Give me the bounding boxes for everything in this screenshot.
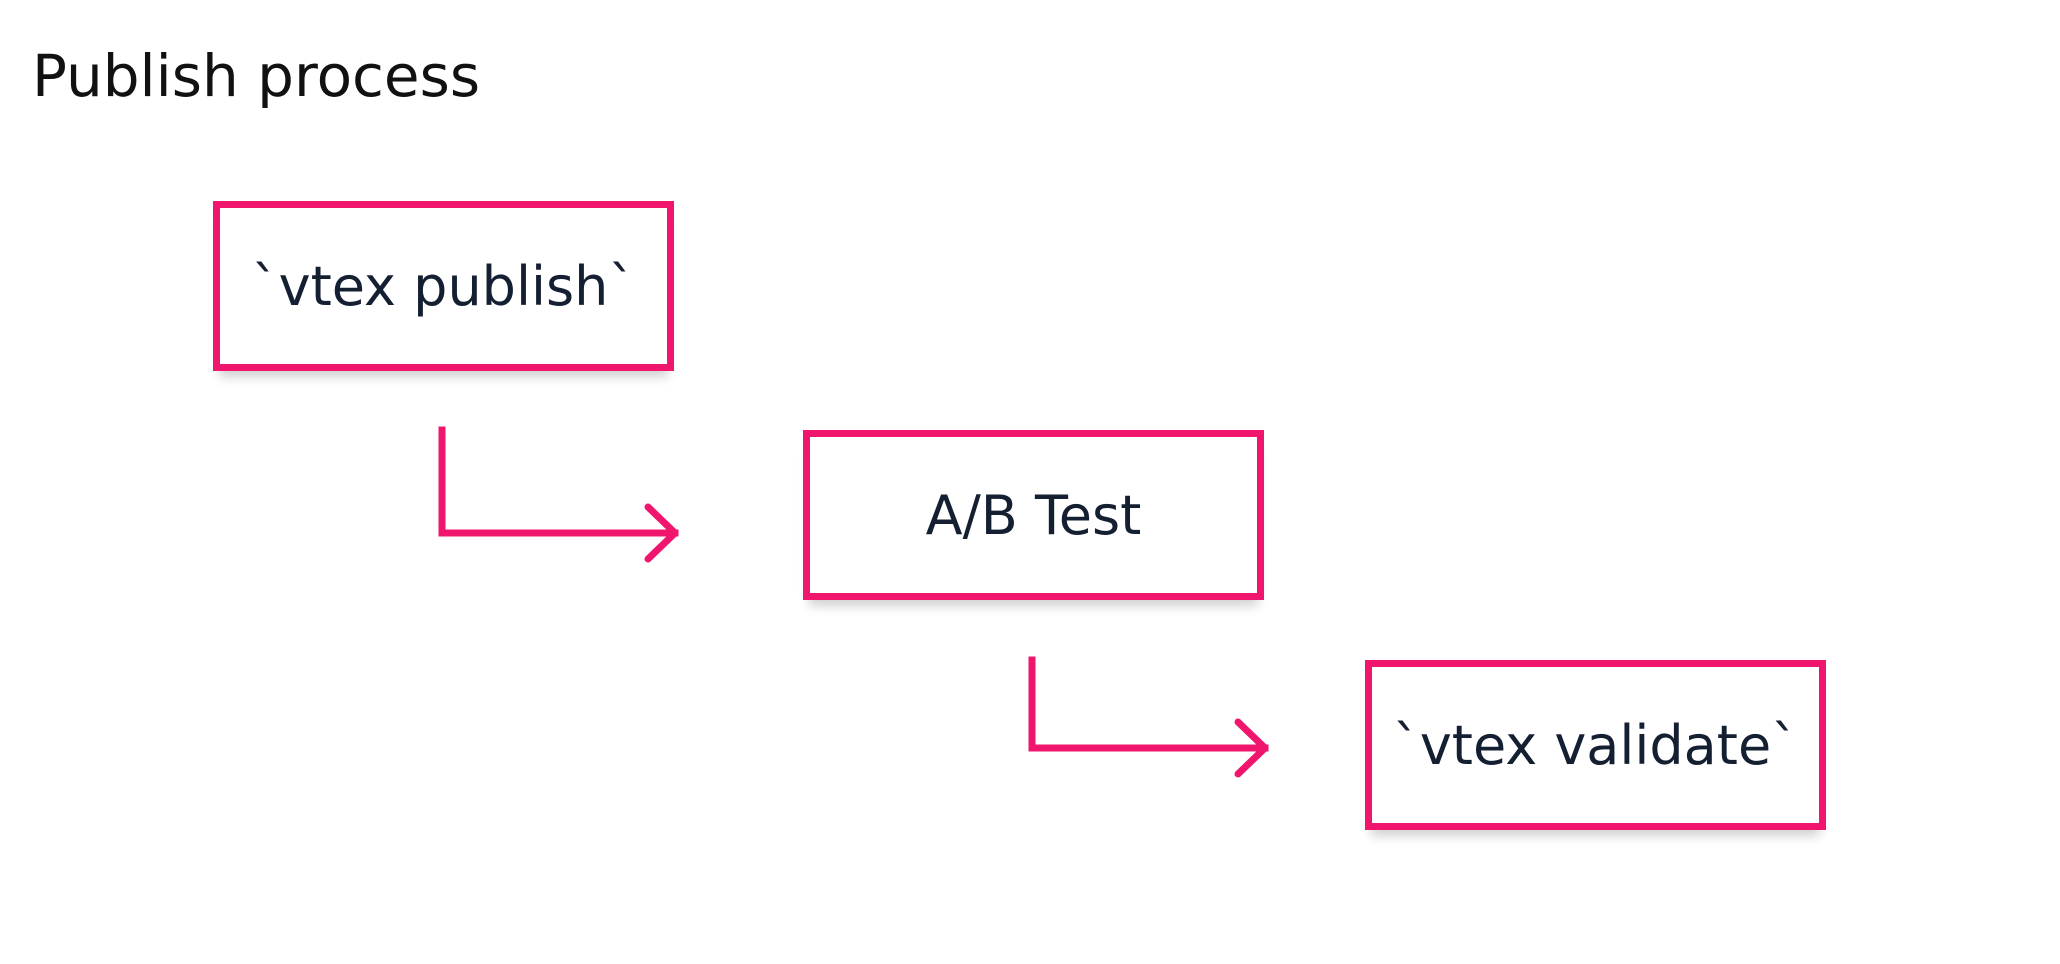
page-title: Publish process xyxy=(32,42,481,110)
step-label: `vtex validate` xyxy=(1392,713,1799,777)
step-box-ab-test: A/B Test xyxy=(803,430,1264,600)
step-label: `vtex publish` xyxy=(251,254,636,318)
step-box-vtex-publish: `vtex publish` xyxy=(213,201,674,371)
step-label: A/B Test xyxy=(925,483,1142,547)
step-box-vtex-validate: `vtex validate` xyxy=(1365,660,1826,830)
elbow-arrow-right-icon xyxy=(1028,656,1269,778)
elbow-arrow-right-icon xyxy=(438,426,679,563)
